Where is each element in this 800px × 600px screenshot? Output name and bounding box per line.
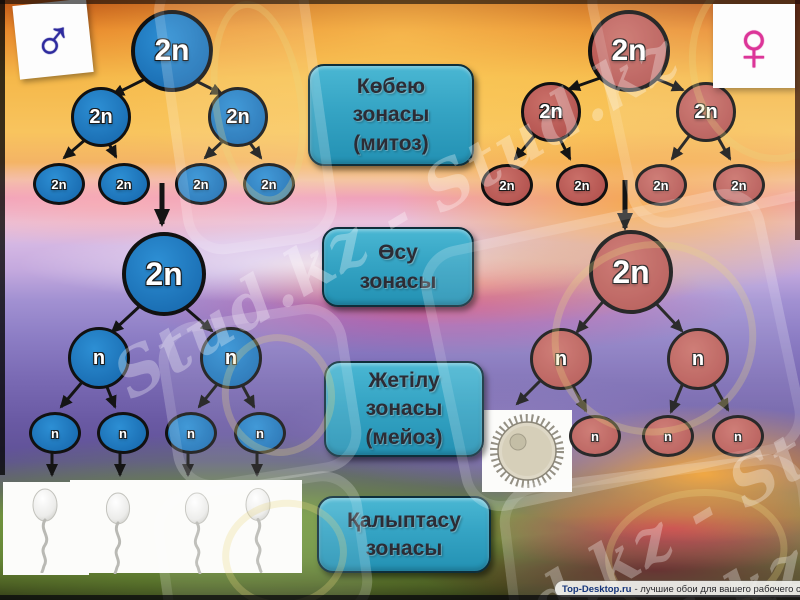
zone-label-maturation: Жетілу зонасы (мейоз) [324, 361, 484, 457]
cell-node: 2n [589, 230, 673, 314]
zone-label-formation: Қалыптасу зонасы [317, 496, 491, 573]
sperm-icon [184, 492, 210, 574]
cell-node: 2n [588, 10, 670, 92]
cell-node: 2n [71, 87, 131, 147]
cell-node: n [200, 327, 262, 389]
cell-node: 2n [33, 163, 85, 205]
female-icon: ♀ [727, 7, 781, 85]
zone-text: Жетілу [368, 369, 440, 393]
zone-text: Өсу [378, 241, 418, 265]
cell-node: n [530, 328, 592, 390]
male-symbol-card: ♂ [12, 0, 94, 80]
zone-text: Қалыптасу [347, 508, 461, 532]
cell-node: 2n [131, 10, 213, 92]
cell-node: n [642, 415, 694, 457]
footer-site-name: Top-Desktop.ru [562, 583, 632, 595]
cell-node: 2n [175, 163, 227, 205]
zone-text: зонасы [365, 537, 443, 560]
zone-text: зонасы [352, 103, 430, 127]
male-icon: ♂ [28, 4, 78, 73]
cell-node: 2n [208, 87, 268, 147]
sperm-icon [245, 488, 271, 573]
studkz-logo-watermark [413, 181, 800, 519]
footer-tagline: - лучшие обои для вашего рабочего стола [634, 583, 800, 595]
zone-text: (мейоз) [365, 425, 443, 449]
cell-node: 2n [243, 163, 295, 205]
cell-node: n [68, 327, 130, 389]
cell-node: n [29, 412, 81, 454]
zone-text: зонасы [365, 397, 443, 421]
zone-text: (митоз) [353, 131, 429, 155]
cell-node: 2n [713, 164, 765, 206]
cell-node: n [165, 412, 217, 454]
slide-edge-right [795, 0, 800, 240]
cell-node: n [667, 328, 729, 390]
cell-node: 2n [122, 232, 206, 316]
cell-node: 2n [556, 164, 608, 206]
slide-edge-top [0, 0, 800, 4]
cell-node: 2n [481, 164, 533, 206]
cell-node: n [569, 415, 621, 457]
cell-node: n [712, 415, 764, 457]
egg-cell-icon [490, 414, 564, 488]
cell-node: 2n [676, 82, 736, 142]
zone-text: Көбею [356, 75, 426, 99]
cell-node: 2n [98, 163, 150, 205]
zone-label-growth: Өсу зонасы [322, 227, 474, 307]
footer-credit-bar: Top-Desktop.ru - лучшие обои для вашего … [555, 581, 800, 597]
sperm-icon [32, 488, 58, 573]
zone-text: зонасы [359, 269, 437, 293]
slide-edge-left [0, 0, 5, 475]
female-symbol-card: ♀ [713, 4, 795, 88]
cell-node: n [234, 412, 286, 454]
cell-node: 2n [635, 164, 687, 206]
cell-node: 2n [521, 82, 581, 142]
cell-node: n [97, 412, 149, 454]
sperm-icon [105, 492, 131, 574]
zone-label-reproduction: Көбею зонасы (митоз) [308, 64, 474, 166]
